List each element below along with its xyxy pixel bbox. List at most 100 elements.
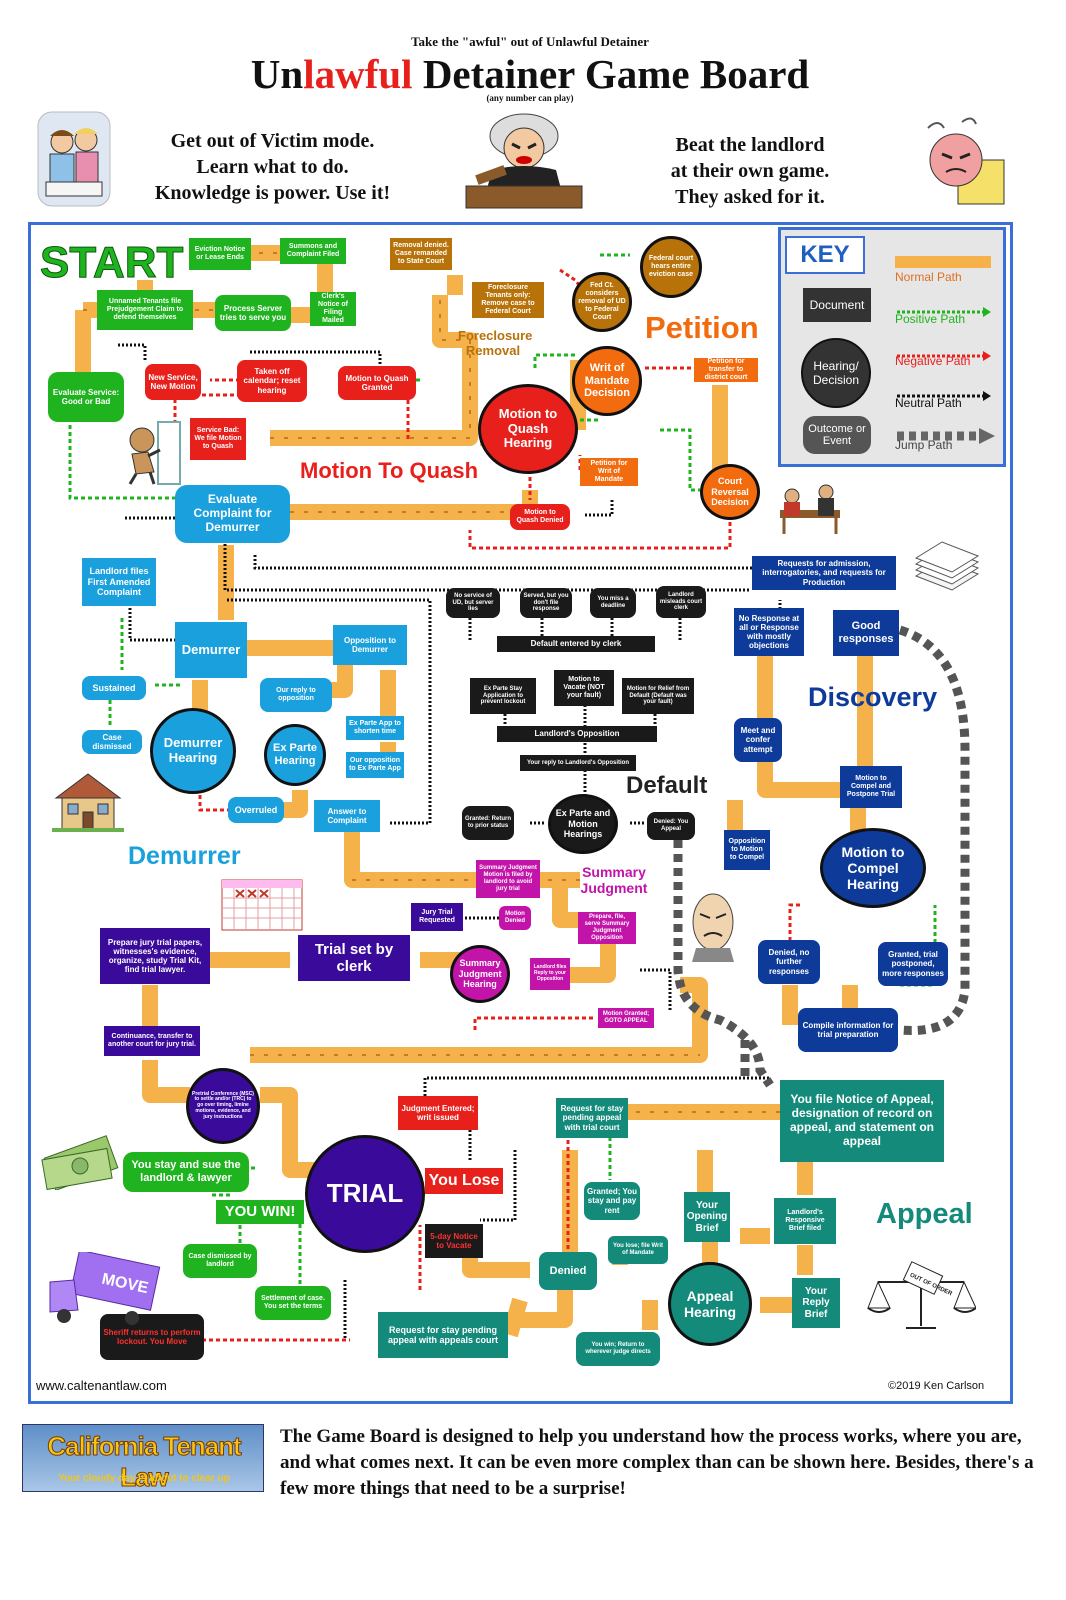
clerks-notice-node[interactable]: Clerk's Notice of Filing Mailed bbox=[310, 292, 356, 326]
trial-set-node[interactable]: Trial set by clerk bbox=[298, 935, 410, 981]
overruled-node[interactable]: Overruled bbox=[228, 797, 284, 823]
granted-return-node[interactable]: Granted: Return to prior status bbox=[462, 806, 514, 840]
compile-info-node[interactable]: Compile information for trial preparatio… bbox=[798, 1008, 898, 1052]
neutral-paths bbox=[118, 343, 782, 1340]
page-title: Unlawful Detainer Game Board bbox=[150, 50, 910, 98]
ex-parte-app-node[interactable]: Ex Parte App to shorten time bbox=[346, 716, 404, 740]
judgment-entered-node[interactable]: Judgment Entered; writ issued bbox=[398, 1096, 478, 1130]
five-day-notice-node[interactable]: 5-day Notice to Vacate bbox=[425, 1224, 483, 1258]
you-win-node[interactable]: YOU WIN! bbox=[216, 1200, 304, 1224]
removal-denied-node[interactable]: Removal denied. Case remanded to State C… bbox=[390, 238, 452, 270]
motion-relief-node[interactable]: Motion for Relief from Default (Default … bbox=[622, 678, 694, 714]
judge-illustration bbox=[465, 113, 583, 209]
landlord-amended-node[interactable]: Landlord files First Amended Complaint bbox=[82, 558, 156, 606]
motion-compel-postpone-node[interactable]: Motion to Compel and Postpone Trial bbox=[840, 766, 902, 808]
meet-confer-node[interactable]: Meet and confer attempt bbox=[734, 718, 782, 762]
summons-node[interactable]: Summons and Complaint Filed bbox=[280, 238, 346, 264]
no-service-node[interactable]: No service of UD, but server lies bbox=[446, 588, 500, 618]
federal-court-node[interactable]: Federal court hears entire eviction case bbox=[640, 236, 702, 298]
good-responses-node[interactable]: Good responses bbox=[833, 610, 899, 656]
mtq-hearing-node[interactable]: Motion to Quash Hearing bbox=[478, 384, 578, 474]
request-stay-appeals-node[interactable]: Request for stay pending appeal with app… bbox=[378, 1312, 508, 1358]
motion-granted-appeal-node[interactable]: Motion Granted; GOTO APPEAL bbox=[598, 1008, 654, 1028]
unnamed-tenants-node[interactable]: Unnamed Tenants file Prejudgement Claim … bbox=[97, 290, 193, 330]
answer-complaint-node[interactable]: Answer to Complaint bbox=[314, 800, 380, 832]
landlords-opposition-node[interactable]: Landlord's Opposition bbox=[497, 726, 657, 742]
brand-logo[interactable]: California Tenant Law Your cloudy day is… bbox=[22, 1424, 264, 1492]
evaluate-service-node[interactable]: Evaluate Service: Good or Bad bbox=[48, 372, 124, 422]
section-discovery: Discovery bbox=[808, 682, 938, 712]
you-win-return-node[interactable]: You win; Return to wherever judge direct… bbox=[576, 1332, 660, 1366]
move-truck-illustration: MOVE bbox=[49, 1252, 161, 1325]
miss-deadline-node[interactable]: You miss a deadline bbox=[590, 588, 636, 618]
case-dismissed-landlord-node[interactable]: Case dismissed by landlord bbox=[183, 1244, 257, 1278]
scales-illustration: OUT OF ORDER bbox=[867, 1261, 976, 1329]
reply-brief-node[interactable]: Your Reply Brief bbox=[792, 1278, 840, 1328]
your-reply-node[interactable]: Your reply to Landlord's Opposition bbox=[520, 755, 636, 771]
service-bad-node[interactable]: Service Bad: We file Motion to Quash bbox=[190, 418, 246, 460]
petition-transfer-node[interactable]: Petition for transfer to district court bbox=[694, 358, 758, 382]
sustained-node[interactable]: Sustained bbox=[82, 676, 146, 700]
no-response-node[interactable]: No Response at all or Response with most… bbox=[734, 608, 804, 656]
jury-trial-requested-node[interactable]: Jury Trial Requested bbox=[411, 903, 463, 931]
request-stay-trial-node[interactable]: Request for stay pending appeal with tri… bbox=[556, 1098, 628, 1138]
responsive-brief-node[interactable]: Landlord's Responsive Brief filed bbox=[774, 1198, 836, 1244]
trial-node[interactable]: TRIAL bbox=[305, 1135, 425, 1253]
prepare-sj-opposition-node[interactable]: Prepare, file, serve Summary Judgment Op… bbox=[578, 912, 636, 944]
mtq-granted-node[interactable]: Motion to Quash Granted bbox=[338, 366, 416, 400]
our-reply-node[interactable]: Our reply to opposition bbox=[260, 678, 332, 712]
denied-appeal-node[interactable]: Denied: You Appeal bbox=[647, 812, 695, 840]
sheriff-node[interactable]: Sheriff returns to perform lockout. You … bbox=[100, 1314, 204, 1360]
motion-vacate-node[interactable]: Motion to Vacate (NOT your fault) bbox=[554, 670, 614, 706]
foreclosure-tenants-node[interactable]: Foreclosure Tenants only: Remove case to… bbox=[472, 282, 544, 318]
granted-stay-node[interactable]: Granted; You stay and pay rent bbox=[584, 1182, 640, 1220]
compel-hearing-node[interactable]: Motion to Compel Hearing bbox=[820, 828, 926, 908]
door-knock-illustration bbox=[128, 421, 181, 485]
you-file-notice-node[interactable]: You file Notice of Appeal, designation o… bbox=[780, 1080, 944, 1162]
settlement-node[interactable]: Settlement of case. You set the terms bbox=[255, 1286, 331, 1320]
landlord-misleads-node[interactable]: Landlord misleads court clerk bbox=[656, 586, 706, 618]
sj-motion-filed-node[interactable]: Summary Judgment Motion is filed by land… bbox=[476, 860, 540, 898]
granted-trial-postponed-node[interactable]: Granted, trial postponed, more responses bbox=[878, 942, 948, 986]
you-stay-sue-node[interactable]: You stay and sue the landlord & lawyer bbox=[123, 1152, 249, 1192]
ex-parte-stay-node[interactable]: Ex Parte Stay Application to prevent loc… bbox=[470, 678, 536, 714]
continuance-node[interactable]: Continuance, transfer to another court f… bbox=[104, 1026, 200, 1056]
appeal-hearing-node[interactable]: Appeal Hearing bbox=[668, 1262, 752, 1346]
you-lose-writ-node[interactable]: You lose; file Writ of Mandate bbox=[608, 1236, 668, 1264]
fed-ct-node[interactable]: Fed Ct. considers removal of UD to Feder… bbox=[572, 272, 632, 332]
new-service-node[interactable]: New Service, New Motion bbox=[145, 364, 201, 400]
demurrer-hearing-node[interactable]: Demurrer Hearing bbox=[150, 708, 236, 794]
opposition-demurrer-node[interactable]: Opposition to Demurrer bbox=[333, 625, 407, 665]
process-server-node[interactable]: Process Server tries to serve you bbox=[215, 295, 291, 331]
denied-no-further-node[interactable]: Denied, no further responses bbox=[758, 940, 820, 984]
legend-title: KEY bbox=[785, 236, 865, 274]
served-no-response-node[interactable]: Served, but you don't file response bbox=[520, 588, 572, 618]
sj-hearing-node[interactable]: Summary Judgment Hearing bbox=[450, 945, 510, 1003]
prepare-jury-node[interactable]: Prepare jury trial papers, witnesses's e… bbox=[100, 928, 210, 984]
evaluate-complaint-node[interactable]: Evaluate Complaint for Demurrer bbox=[175, 485, 290, 543]
motion-denied-node[interactable]: Motion Denied bbox=[499, 906, 531, 930]
ex-parte-hearing-node[interactable]: Ex Parte Hearing bbox=[264, 724, 326, 786]
eviction-notice-node[interactable]: Eviction Notice or Lease Ends bbox=[189, 238, 251, 270]
you-lose-node[interactable]: You Lose bbox=[425, 1168, 503, 1194]
demurrer-doc-node[interactable]: Demurrer bbox=[175, 622, 247, 678]
denied-node[interactable]: Denied bbox=[539, 1252, 597, 1290]
pretrial-node[interactable]: Pretrial Conference (MSC) to settle and/… bbox=[186, 1068, 260, 1144]
default-entered-node[interactable]: Default entered by clerk bbox=[497, 636, 655, 652]
mtq-denied-node[interactable]: Motion to Quash Denied bbox=[510, 504, 570, 530]
website-link[interactable]: www.caltenantlaw.com bbox=[36, 1378, 167, 1393]
bottom-description: The Game Board is designed to help you u… bbox=[280, 1426, 1034, 1499]
landlord-files-reply-node[interactable]: Landlord files Reply to your Opposition bbox=[530, 958, 570, 990]
writ-decision-node[interactable]: Writ of Mandate Decision bbox=[572, 346, 642, 416]
court-reversal-node[interactable]: Court Reversal Decision bbox=[700, 464, 760, 520]
opposition-compel-node[interactable]: Opposition to Motion to Compel bbox=[724, 830, 770, 870]
petition-writ-node[interactable]: Petition for Writ of Mandate bbox=[580, 458, 638, 486]
case-dismissed-node[interactable]: Case dismissed bbox=[82, 730, 142, 754]
title-part-rest: Detainer Game Board bbox=[412, 51, 810, 97]
our-opposition-ex-node[interactable]: Our opposition to Ex Parte App bbox=[346, 752, 404, 778]
requests-admission-node[interactable]: Requests for admission, interrogatories,… bbox=[752, 556, 896, 590]
title-part-un: Un bbox=[250, 51, 304, 97]
taken-off-calendar-node[interactable]: Taken off calendar; reset hearing bbox=[237, 360, 307, 402]
opening-brief-node[interactable]: Your Opening Brief bbox=[684, 1192, 730, 1242]
ex-parte-motion-hearings-node[interactable]: Ex Parte and Motion Hearings bbox=[548, 794, 618, 854]
